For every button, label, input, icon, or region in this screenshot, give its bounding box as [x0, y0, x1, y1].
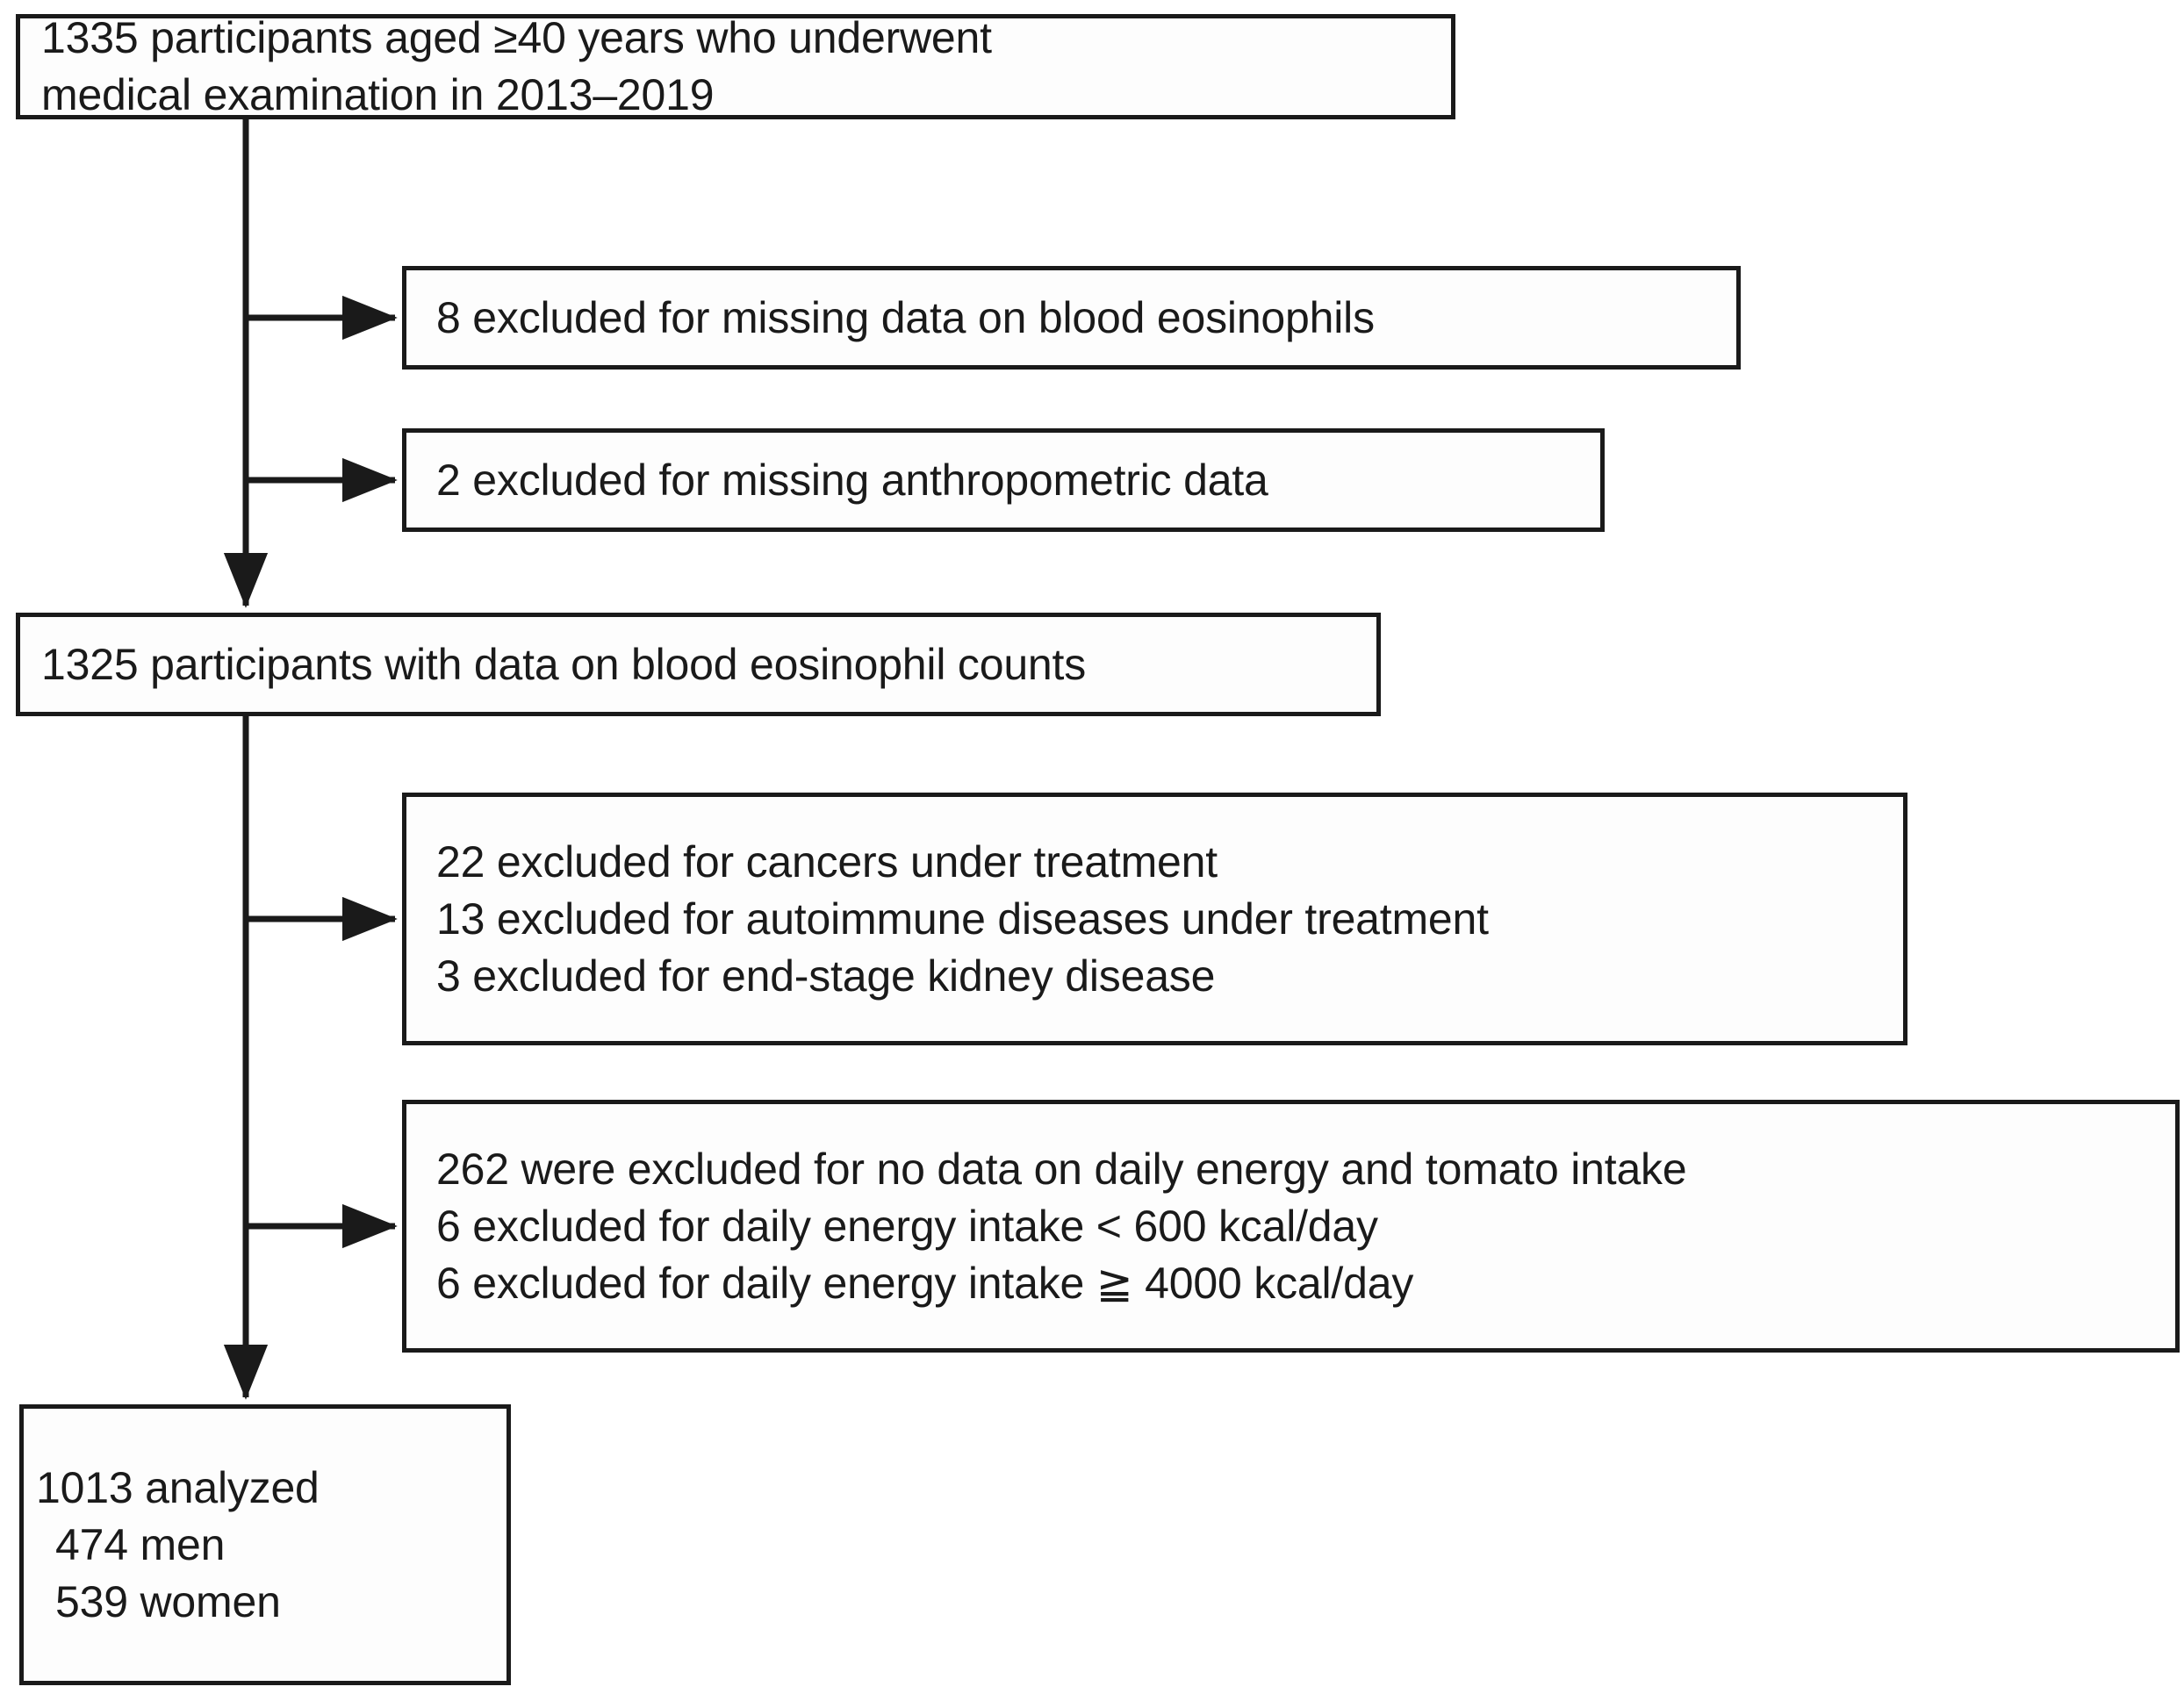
analyzed-line-1: 1013 analyzed	[36, 1462, 320, 1512]
analyzed-line-3: 539 women	[55, 1576, 281, 1626]
exclusion-diet-line-2: 6 excluded for daily energy intake < 600…	[436, 1201, 1378, 1251]
exclusion-diet-line-3: 6 excluded for daily energy intake ≧ 400…	[436, 1258, 1414, 1308]
exclusion-diet-line-1: 262 were excluded for no data on daily e…	[436, 1144, 1687, 1194]
exclusion-box-diet: 262 were excluded for no data on daily e…	[402, 1100, 2180, 1353]
exclusion-disease-line-2: 13 excluded for autoimmune diseases unde…	[436, 894, 1489, 944]
source-population-box: 1335 participants aged ≥40 years who und…	[16, 13, 1455, 119]
exclusion-box-anthropometric: 2 excluded for missing anthropometric da…	[402, 428, 1605, 532]
exclusion-disease-line-1: 22 excluded for cancers under treatment	[436, 836, 1218, 886]
analyzed-population-box: 1013 analyzed 474 men 539 women	[19, 1404, 511, 1685]
analyzed-line-2: 474 men	[55, 1519, 226, 1569]
exclusion-box-eosinophils: 8 excluded for missing data on blood eos…	[402, 266, 1741, 370]
source-population-line-1: 1335 participants aged ≥40 years who und…	[41, 13, 992, 62]
exclusion-anthropometric-line-1: 2 excluded for missing anthropometric da…	[436, 455, 1268, 505]
remaining-participants-box: 1325 participants with data on blood eos…	[16, 613, 1381, 716]
remaining-participants-line-1: 1325 participants with data on blood eos…	[41, 639, 1087, 689]
exclusion-disease-line-3: 3 excluded for end-stage kidney disease	[436, 951, 1216, 1001]
exclusion-eosinophils-line-1: 8 excluded for missing data on blood eos…	[436, 292, 1375, 342]
source-population-line-2: medical examination in 2013–2019	[41, 70, 715, 119]
exclusion-box-disease: 22 excluded for cancers under treatment …	[402, 793, 1907, 1045]
